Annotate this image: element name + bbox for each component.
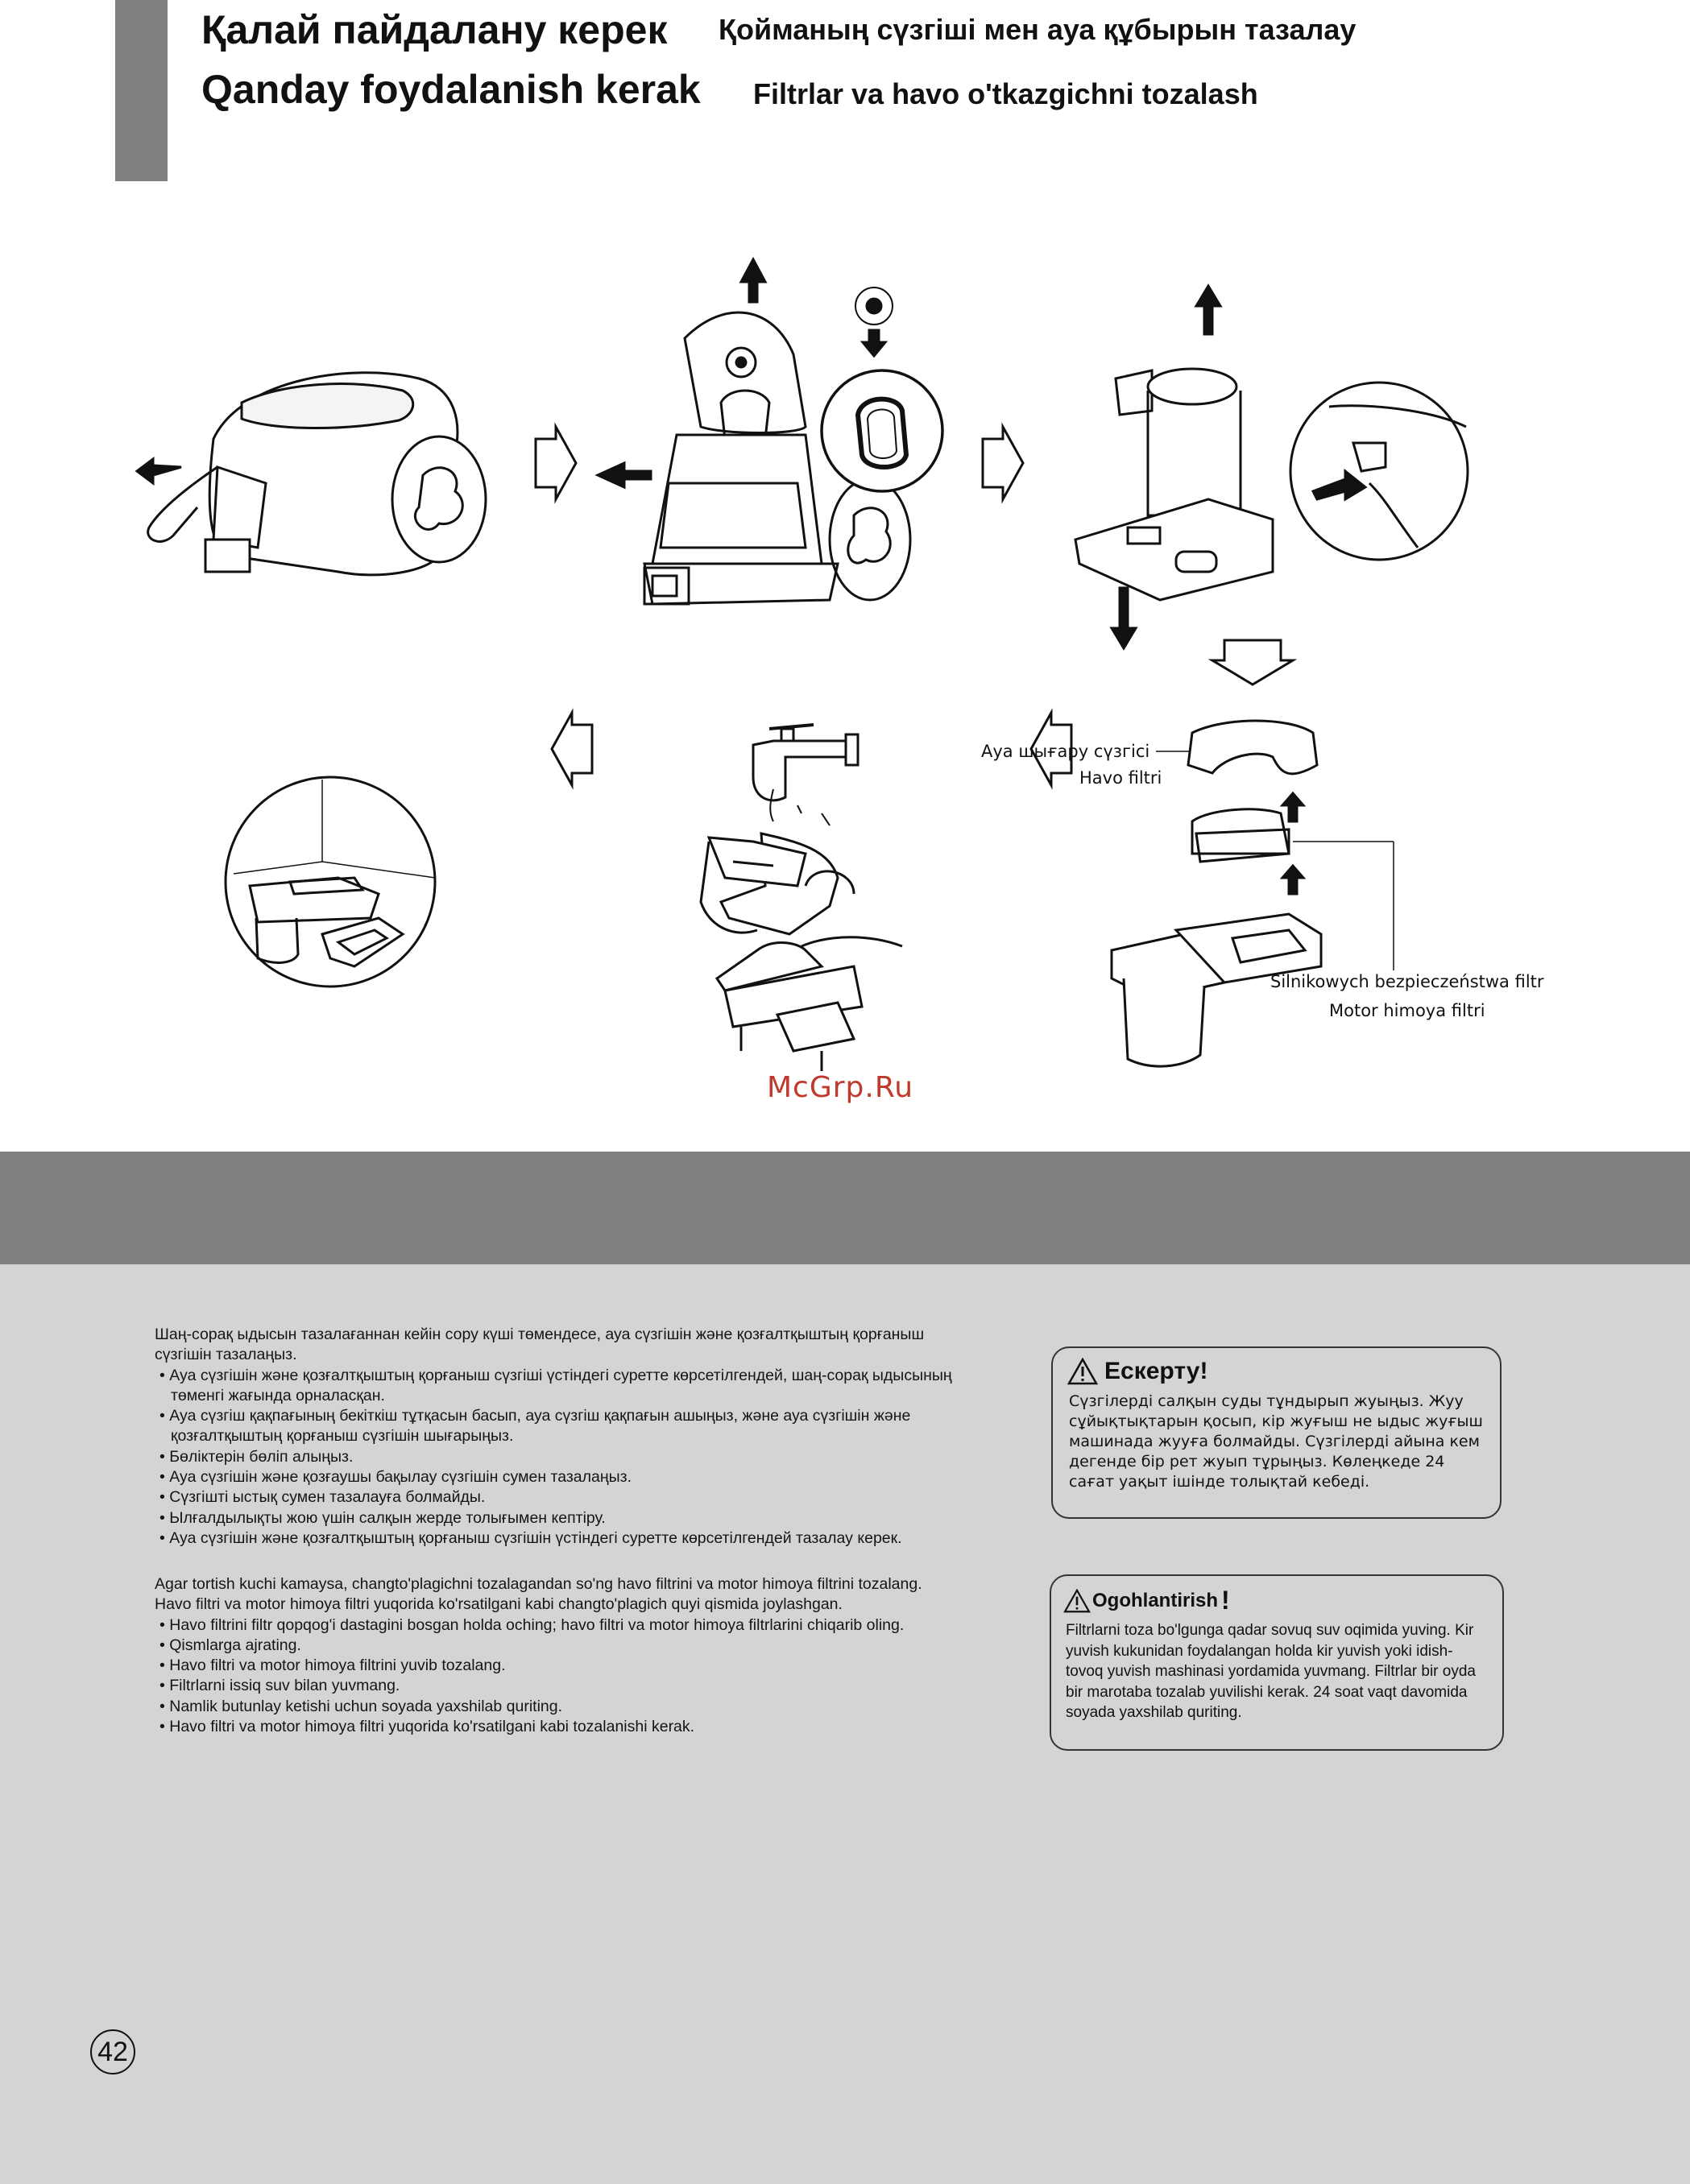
watermark: McGrp.Ru [767, 1071, 914, 1104]
filter-housing-illustration [1074, 283, 1469, 651]
header-side-bar [115, 0, 168, 181]
vacuum-cleaner-illustration [135, 371, 487, 577]
list-item: Filtrlarni issiq suv bilan yuvmang. [155, 1676, 968, 1696]
instructions-uzbek: Agar tortish kuchi kamaysa, changto'plag… [155, 1574, 968, 1737]
caution-heading-kazakh: Ескерту! [1053, 1348, 1500, 1385]
caution-text-kazakh: Сүзгілерді салқын суды тұндырып жуыңыз. … [1069, 1392, 1483, 1491]
page-number: 42 [90, 2029, 135, 2074]
list-item: Ауа сүзгішін және қозғаушы бақылау сүзгі… [155, 1467, 968, 1487]
open-cover-illustration [594, 256, 944, 606]
label-motor-filter-polish: Silnikowych bezpieczeństwa filtr [1270, 972, 1544, 991]
caution-heading-uzbek: Ogohlantirish! [1051, 1576, 1502, 1615]
caution-title-uzbek: Ogohlantirish [1092, 1589, 1218, 1611]
warning-triangle-icon [1067, 1358, 1098, 1385]
caution-title-mark-uzbek: ! [1221, 1586, 1230, 1615]
caution-box-uzbek: Ogohlantirish! Filtrlarni toza bo'lgunga… [1050, 1574, 1504, 1751]
warning-triangle-icon [1063, 1588, 1091, 1612]
cleaning-illustrations [0, 242, 1690, 1127]
list-item: Ауа сүзгіш қақпағының бекіткіш тұтқасын … [155, 1406, 968, 1447]
list-item: Бөліктерін бөліп алыңыз. [155, 1447, 968, 1467]
caution-text-uzbek: Filtrlarni toza bo'lgunga qadar sovuq su… [1066, 1622, 1476, 1721]
instructions-kazakh: Шаң-сорақ ыдысын тазалағаннан кейін сору… [155, 1325, 968, 1549]
list-item: Namlik butunlay ketishi uchun soyada yax… [155, 1697, 968, 1717]
label-air-filter-uzbek: Havo filtri [1079, 768, 1162, 788]
instructions-kazakh-intro: Шаң-сорақ ыдысын тазалағаннан кейін сору… [155, 1326, 925, 1364]
instructions-uzbek-intro-2: Havo filtri va motor himoya filtri yuqor… [155, 1595, 843, 1614]
section-band [0, 1152, 1690, 1264]
list-item: Ылғалдылықты жою үшін салқын жерде толығ… [155, 1508, 968, 1528]
list-item: Ауа сүзгішін және қозғалтқыштың қорғаныш… [155, 1366, 968, 1407]
instructions-uzbek-intro: Agar tortish kuchi kamaysa, changto'plag… [155, 1575, 922, 1593]
caution-title-kazakh: Ескерту! [1104, 1358, 1208, 1384]
title-kazakh: Қалай пайдалану керек [201, 7, 668, 52]
title-uzbek: Qanday foydalanish kerak [201, 67, 701, 112]
drying-filters-illustration [224, 776, 437, 988]
list-item: Qismlarga ajrating. [155, 1636, 968, 1656]
list-item: Сүзгішті ыстық сумен тазалауға болмайды. [155, 1487, 968, 1508]
subtitle-uzbek: Filtrlar va havo o'tkazgichni tozalash [753, 77, 1258, 110]
label-motor-filter-uzbek: Motor himoya filtri [1329, 1001, 1485, 1020]
list-item: Havo filtrini filtr qopqog'i dastagini b… [155, 1615, 968, 1636]
list-item: Ауа сүзгішін және қозғалтқыштың қорғаныш… [155, 1528, 968, 1549]
caution-box-kazakh: Ескерту! Сүзгілерді салқын суды тұндырып… [1051, 1346, 1502, 1519]
label-air-filter-kazakh: Ауа шығару сүзгісі [981, 742, 1150, 761]
subtitle-kazakh: Қойманың сүзгіші мен ауа құбырын тазалау [719, 13, 1357, 46]
disassembled-filters-illustration [1110, 719, 1394, 1068]
list-item: Havo filtri va motor himoya filtrini yuv… [155, 1656, 968, 1676]
washing-filters-illustration [699, 723, 903, 1071]
list-item: Havo filtri va motor himoya filtri yuqor… [155, 1717, 968, 1737]
